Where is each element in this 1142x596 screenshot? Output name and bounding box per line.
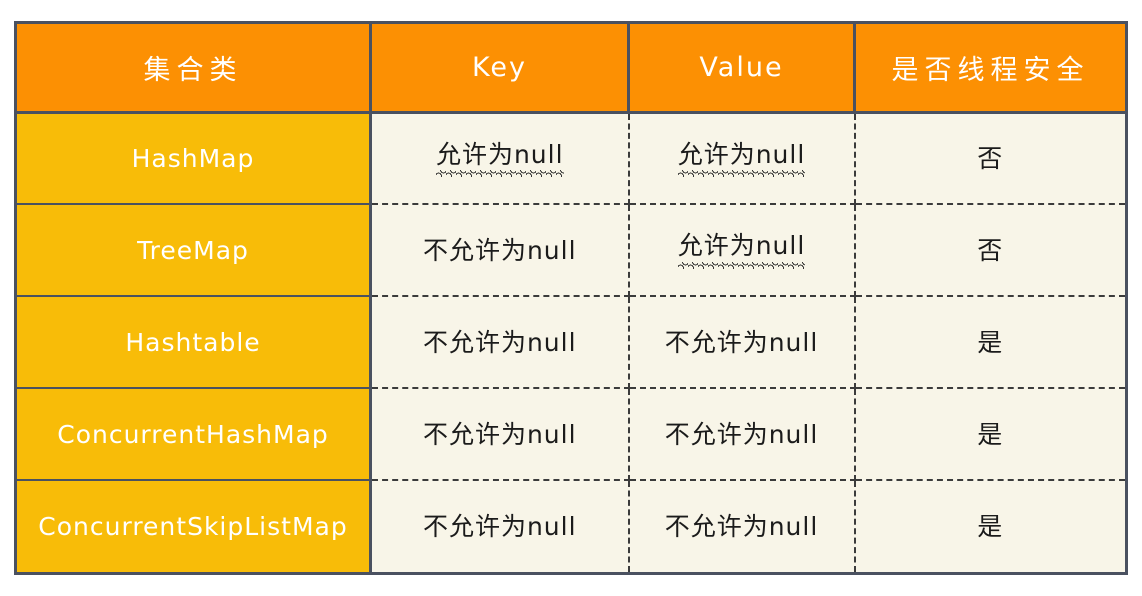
- cell-collection-class: TreeMap: [17, 204, 372, 297]
- table-header: 集合类 Key Value 是否线程安全: [17, 24, 1125, 114]
- thread-safe-value: 是: [977, 419, 1004, 449]
- column-header-key: Key: [370, 24, 630, 114]
- table-row: ConcurrentSkipListMap 不允许为null 不允许为null …: [17, 480, 1125, 572]
- thread-safe-value: 是: [977, 512, 1004, 541]
- value-nullability-value: 允许为null: [677, 232, 806, 269]
- column-header-value: Value: [628, 24, 856, 114]
- column-header-thread-safe: 是否线程安全: [854, 24, 1125, 114]
- table-body: HashMap 允许为null 允许为null 否 TreeMap 不允许为nu…: [17, 112, 1125, 572]
- collection-class-label: ConcurrentSkipListMap: [38, 512, 348, 541]
- collection-class-label: ConcurrentHashMap: [57, 419, 329, 449]
- cell-thread-safe: 否: [854, 112, 1125, 205]
- key-nullability-value: 不允许为null: [422, 512, 577, 541]
- thread-safe-value: 否: [977, 235, 1004, 265]
- cell-key-nullability: 不允许为null: [370, 388, 630, 481]
- value-nullability-value: 不允许为null: [664, 512, 819, 541]
- cell-thread-safe: 否: [854, 204, 1125, 297]
- map-comparison-table: 集合类 Key Value 是否线程安全 HashMap 允许为null 允许为…: [17, 24, 1125, 572]
- cell-key-nullability: 不允许为null: [370, 204, 630, 297]
- column-header-collection-class: 集合类: [17, 24, 372, 114]
- table-row: TreeMap 不允许为null 允许为null 否: [17, 204, 1125, 297]
- table-header-row: 集合类 Key Value 是否线程安全: [17, 24, 1125, 114]
- key-nullability-value: 不允许为null: [422, 419, 577, 449]
- cell-thread-safe: 是: [854, 388, 1125, 481]
- cell-thread-safe: 是: [854, 296, 1125, 389]
- key-nullability-value: 不允许为null: [422, 327, 577, 357]
- cell-key-nullability: 允许为null: [370, 112, 630, 205]
- cell-collection-class: ConcurrentSkipListMap: [17, 480, 372, 572]
- cell-value-nullability: 允许为null: [628, 204, 856, 297]
- cell-thread-safe: 是: [854, 480, 1125, 572]
- value-nullability-value: 不允许为null: [664, 419, 819, 449]
- collection-class-label: Hashtable: [125, 327, 261, 357]
- table-row: Hashtable 不允许为null 不允许为null 是: [17, 296, 1125, 389]
- cell-key-nullability: 不允许为null: [370, 480, 630, 572]
- cell-collection-class: Hashtable: [17, 296, 372, 389]
- collection-class-label: TreeMap: [137, 235, 249, 265]
- value-nullability-value: 允许为null: [677, 140, 806, 178]
- value-nullability-value: 不允许为null: [664, 327, 819, 357]
- cell-value-nullability: 允许为null: [628, 112, 856, 205]
- key-nullability-value: 允许为null: [435, 140, 564, 178]
- comparison-table-container: 集合类 Key Value 是否线程安全 HashMap 允许为null 允许为…: [14, 21, 1128, 575]
- table-row: HashMap 允许为null 允许为null 否: [17, 112, 1125, 205]
- key-nullability-value: 不允许为null: [422, 235, 577, 265]
- cell-value-nullability: 不允许为null: [628, 296, 856, 389]
- thread-safe-value: 是: [977, 327, 1004, 357]
- thread-safe-value: 否: [977, 143, 1004, 173]
- cell-key-nullability: 不允许为null: [370, 296, 630, 389]
- cell-collection-class: HashMap: [17, 112, 372, 205]
- table-row: ConcurrentHashMap 不允许为null 不允许为null 是: [17, 388, 1125, 481]
- cell-value-nullability: 不允许为null: [628, 480, 856, 572]
- collection-class-label: HashMap: [131, 143, 255, 173]
- cell-value-nullability: 不允许为null: [628, 388, 856, 481]
- cell-collection-class: ConcurrentHashMap: [17, 388, 372, 481]
